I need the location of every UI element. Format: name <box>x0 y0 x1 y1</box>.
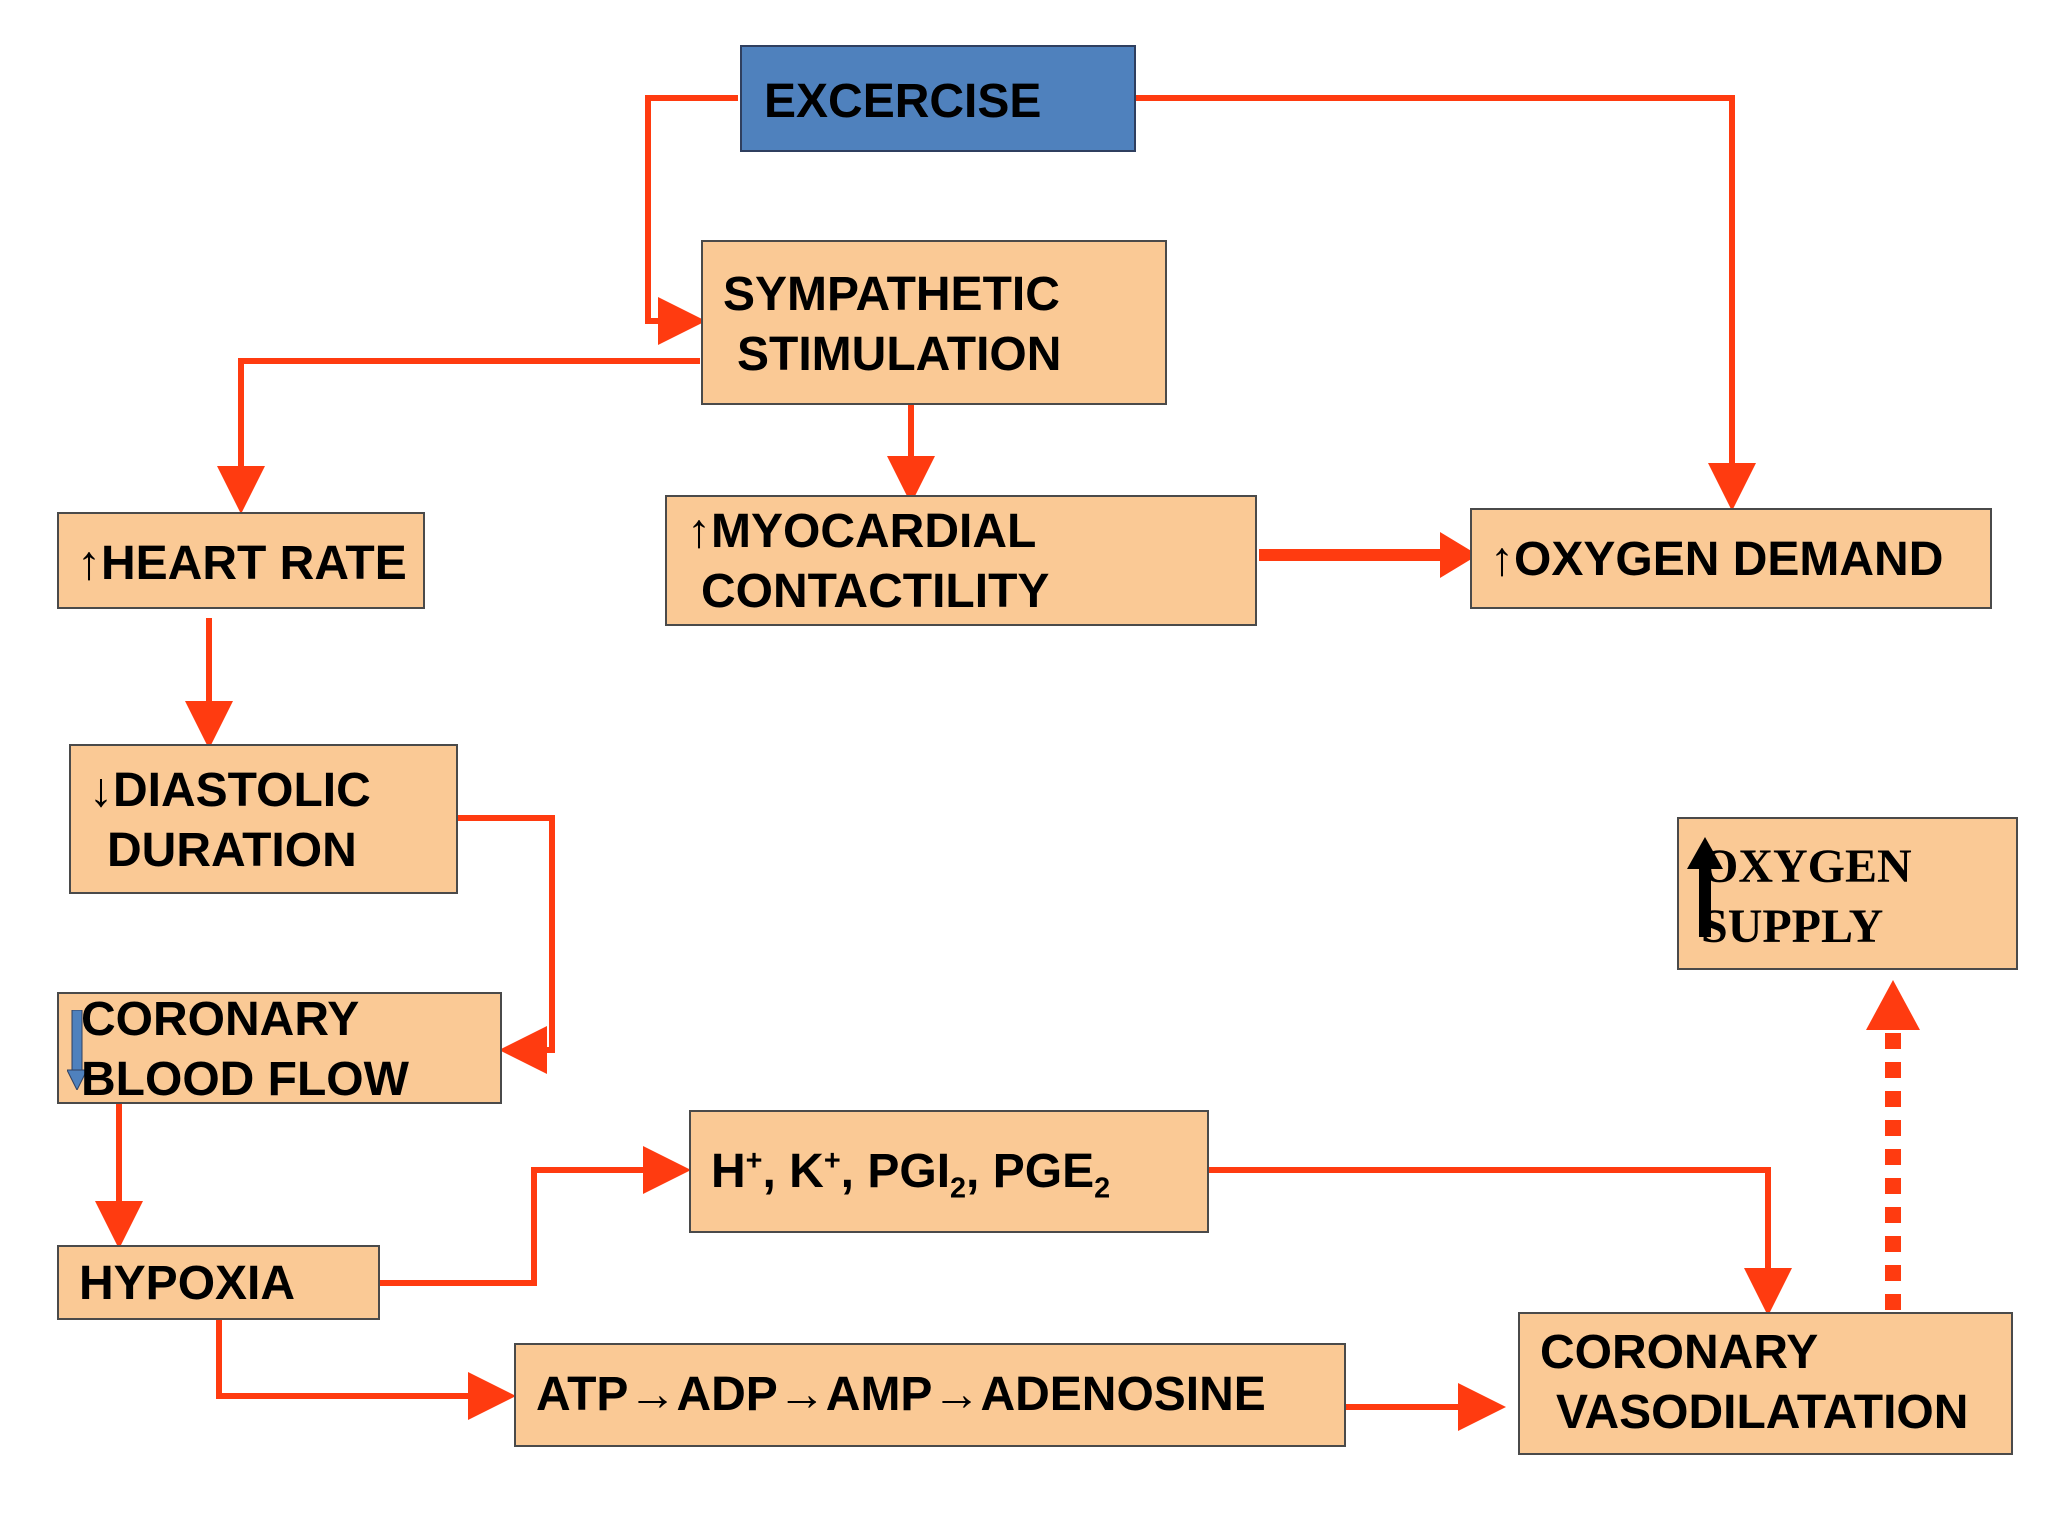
pge-subscript: 2 <box>1094 1172 1111 1205</box>
h-charge: + <box>745 1145 763 1177</box>
arrow-diastolic-to-coronary-flow <box>456 815 555 1074</box>
arrow-exercise-to-oxygen-demand <box>1135 95 1756 511</box>
diastolic-duration-box: ↓DIASTOLIC DURATION <box>69 744 458 894</box>
atp-chain-label: ATP→ADP→AMP→ADENOSINE <box>536 1368 1266 1421</box>
oxygen-supply-box: OXYGEN SUPPLY <box>1677 817 2018 970</box>
k-ion: , K <box>762 1145 824 1198</box>
coronary-flow-label-line2: BLOOD FLOW <box>81 1053 409 1106</box>
myocardial-contractility-box: ↑MYOCARDIAL CONTACTILITY <box>665 495 1257 626</box>
sympathetic-stimulation-box: SYMPATHETIC STIMULATION <box>701 240 1167 405</box>
metabolites-box: H+, K+, PGI2, PGE2 <box>689 1110 1209 1233</box>
hypoxia-label: HYPOXIA <box>79 1257 296 1310</box>
arrow-metabolites-to-vasodilatation <box>1207 1167 1792 1316</box>
arrow-hypoxia-to-atp-chain <box>216 1319 516 1420</box>
diastolic-label-line2: DURATION <box>107 824 357 877</box>
oxygen-supply-label-line1: OXYGEN <box>1701 840 1912 893</box>
oxygen-supply-label-line2: SUPPLY <box>1701 900 1884 953</box>
up-arrow-icon <box>1687 837 1723 937</box>
sympathetic-label-line1: SYMPATHETIC <box>723 268 1060 321</box>
hypoxia-box: HYPOXIA <box>57 1245 380 1320</box>
metabolites-label: H+, K+, PGI2, PGE2 <box>711 1142 1111 1205</box>
coronary-blood-flow-box: CORONARY BLOOD FLOW <box>57 992 502 1106</box>
arrow-exercise-to-sympathetic <box>645 95 738 345</box>
myocardial-label-line2: CONTACTILITY <box>701 565 1050 618</box>
heart-rate-box: ↑HEART RATE <box>57 512 425 609</box>
oxygen-demand-label: ↑OXYGEN DEMAND <box>1490 533 1944 586</box>
pgi: , PGI <box>840 1145 951 1198</box>
sympathetic-label-line2: STIMULATION <box>737 328 1062 381</box>
arrow-sympathetic-to-heart-rate <box>217 358 700 514</box>
dotted-arrow-head <box>1866 980 1920 1030</box>
diastolic-label-line1: ↓DIASTOLIC <box>89 764 371 817</box>
k-charge: + <box>823 1145 841 1177</box>
atp-chain-box: ATP→ADP→AMP→ADENOSINE <box>514 1343 1346 1447</box>
exercise-label: EXCERCISE <box>764 75 1042 128</box>
arrow-myocardial-to-oxygen-demand-head <box>1440 532 1478 578</box>
heart-rate-label: ↑HEART RATE <box>77 537 407 590</box>
down-arrow-icon <box>67 1010 87 1090</box>
pge: , PGE <box>966 1145 1095 1198</box>
coronary-flow-label-line1: CORONARY <box>81 993 360 1046</box>
pgi-subscript: 2 <box>950 1172 967 1205</box>
vasodilatation-label-line1: CORONARY <box>1540 1326 1819 1379</box>
arrow-hypoxia-to-metabolites <box>380 1146 691 1286</box>
vasodilatation-label-line2: VASODILATATION <box>1556 1386 1969 1439</box>
h-ion: H <box>711 1145 746 1198</box>
exercise-box: EXCERCISE <box>740 45 1136 152</box>
oxygen-demand-box: ↑OXYGEN DEMAND <box>1470 508 1992 609</box>
coronary-vasodilatation-box: CORONARY VASODILATATION <box>1518 1312 2013 1455</box>
myocardial-label-line1: ↑MYOCARDIAL <box>687 505 1037 558</box>
